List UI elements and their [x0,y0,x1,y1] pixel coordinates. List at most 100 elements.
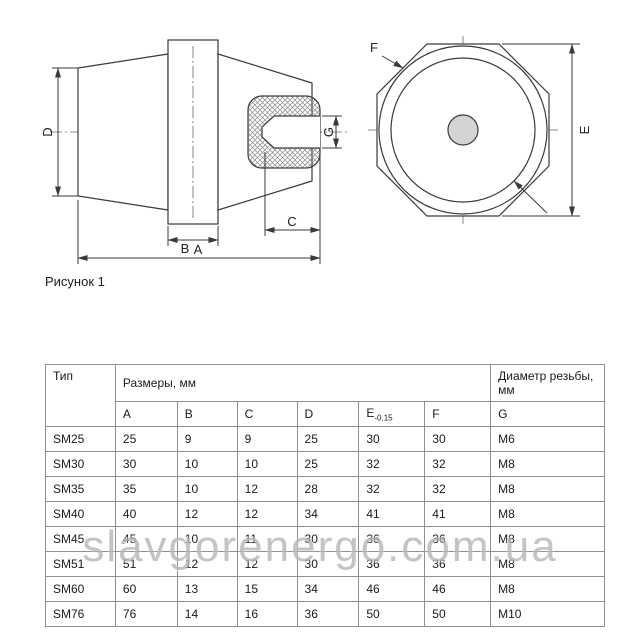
cell-d: 36 [296,601,360,628]
cell-d: 25 [296,426,360,453]
col-header-d: D [296,400,360,428]
dim-label-c: C [287,214,296,229]
cell-f: 32 [424,451,492,478]
cell-e: 30 [358,426,426,453]
cell-b: 10 [176,526,238,553]
outer-circle [378,45,548,215]
dim-label-a: A [194,242,203,257]
cell-type: SM30 [45,451,116,478]
dim-label-d: D [40,127,55,136]
cell-f: 36 [424,551,492,578]
dim-label-e: E [577,125,592,134]
technical-drawing: D B C A G F [40,36,592,264]
cell-b: 9 [176,426,238,453]
cell-a: 60 [114,576,178,603]
cell-c: 15 [236,576,298,603]
cell-e: 36 [358,526,426,553]
cell-type: SM35 [45,476,116,503]
figure-caption: Рисунок 1 [45,274,105,289]
cell-f: 30 [424,426,492,453]
dim-B [167,226,219,246]
dim-G [322,115,342,149]
table-header-row-cols: A B C D E-0,15 F G [46,400,605,428]
dim-label-f: F [370,40,378,55]
cell-g: М10 [490,601,605,628]
cell-e: 46 [358,576,426,603]
cell-type: SM60 [45,576,116,603]
front-view [368,36,558,224]
cell-d: 34 [296,501,360,528]
inner-circle [390,57,536,203]
dim-A [77,200,321,264]
cell-a: 45 [114,526,178,553]
cell-b: 14 [176,601,238,628]
col-header-b: B [176,400,238,428]
col-header-a: A [114,400,178,428]
dim-E [502,43,580,217]
leader-F [381,55,404,69]
cell-d: 25 [296,451,360,478]
cell-a: 35 [114,476,178,503]
cell-f: 50 [424,601,492,628]
cell-g: М8 [490,501,605,528]
col-header-e-tolerance: -0,15 [374,413,393,423]
header-type: Тип [45,363,116,428]
col-header-e: E-0,15 [358,400,426,428]
cell-g: М6 [490,426,605,453]
side-view-dimensions [52,67,342,264]
cell-g: М8 [490,551,605,578]
cell-c: 9 [236,426,298,453]
cell-c: 12 [236,551,298,578]
cell-b: 12 [176,551,238,578]
cell-b: 13 [176,576,238,603]
cell-type: SM45 [45,526,116,553]
col-header-f: F [424,400,492,428]
dim-D [52,67,78,197]
cell-a: 25 [114,426,178,453]
body-left-cone [77,53,169,211]
center-hole [447,114,479,146]
cell-b: 10 [176,476,238,503]
cell-f: 41 [424,501,492,528]
side-view [50,39,348,225]
cell-e: 50 [358,601,426,628]
front-view-dimensions [381,43,580,217]
cell-d: 30 [296,551,360,578]
cell-a: 76 [114,601,178,628]
cell-a: 30 [114,451,178,478]
cell-c: 16 [236,601,298,628]
col-header-c: C [236,400,298,428]
insert-bore [261,115,320,149]
cell-a: 51 [114,551,178,578]
cell-c: 10 [236,451,298,478]
cell-f: 46 [424,576,492,603]
cell-type: SM76 [45,601,116,628]
leader-diagonal [513,180,548,214]
dim-C [264,152,321,264]
cell-e: 41 [358,501,426,528]
cell-type: SM25 [45,426,116,453]
cell-g: М8 [490,451,605,478]
cell-c: 11 [236,526,298,553]
cell-a: 40 [114,501,178,528]
cell-d: 30 [296,526,360,553]
cell-f: 32 [424,476,492,503]
cell-e: 36 [358,551,426,578]
col-header-g: G [490,400,605,428]
cell-d: 34 [296,576,360,603]
header-thread-group: Диаметр резьбы, мм [490,364,605,402]
cell-type: SM40 [45,501,116,528]
cell-b: 12 [176,501,238,528]
cell-g: М8 [490,526,605,553]
cell-f: 36 [424,526,492,553]
